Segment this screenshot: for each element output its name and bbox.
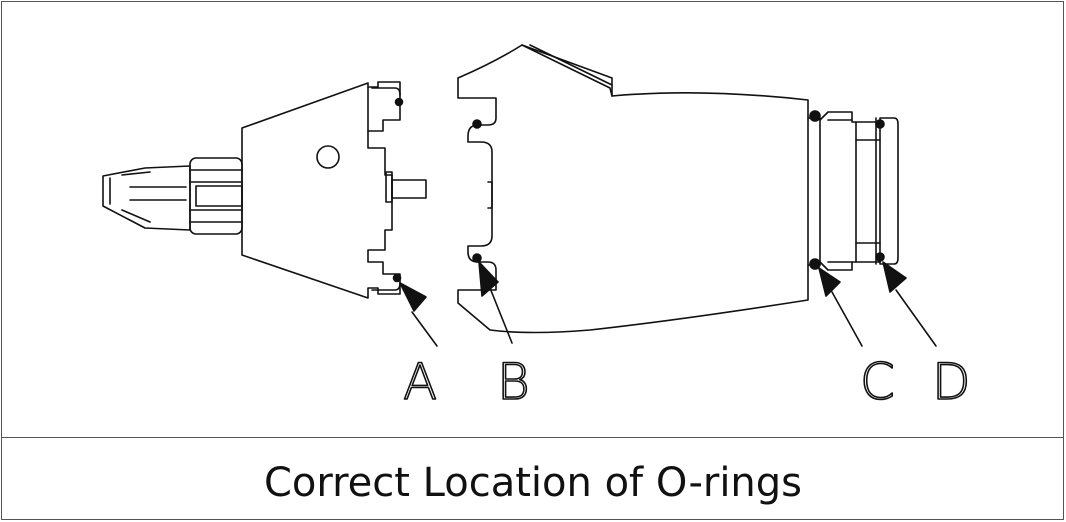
leader-b xyxy=(478,261,513,344)
figure-caption: Correct Location of O-rings xyxy=(263,460,803,506)
label-b: B xyxy=(497,353,530,411)
leader-c xyxy=(818,267,863,347)
strain-relief-boot xyxy=(102,157,243,235)
o-ring-d-top xyxy=(875,119,885,129)
label-a: A xyxy=(403,353,437,411)
o-ring-a-marker xyxy=(392,273,402,283)
o-ring-a-top xyxy=(394,97,404,107)
label-d: D xyxy=(932,353,971,411)
o-ring-c-top xyxy=(809,110,821,122)
middle-housing xyxy=(457,44,809,334)
threaded-end xyxy=(807,111,899,271)
label-c: C xyxy=(860,353,895,411)
leader-d xyxy=(882,261,937,347)
caption-divider xyxy=(1,437,1064,438)
left-connector-body xyxy=(241,81,427,299)
o-ring-b-marker xyxy=(472,253,482,263)
o-ring-d-marker xyxy=(875,252,885,262)
o-ring-c-marker xyxy=(809,258,821,270)
o-ring-b-top xyxy=(472,119,482,129)
leader-a xyxy=(399,282,438,347)
